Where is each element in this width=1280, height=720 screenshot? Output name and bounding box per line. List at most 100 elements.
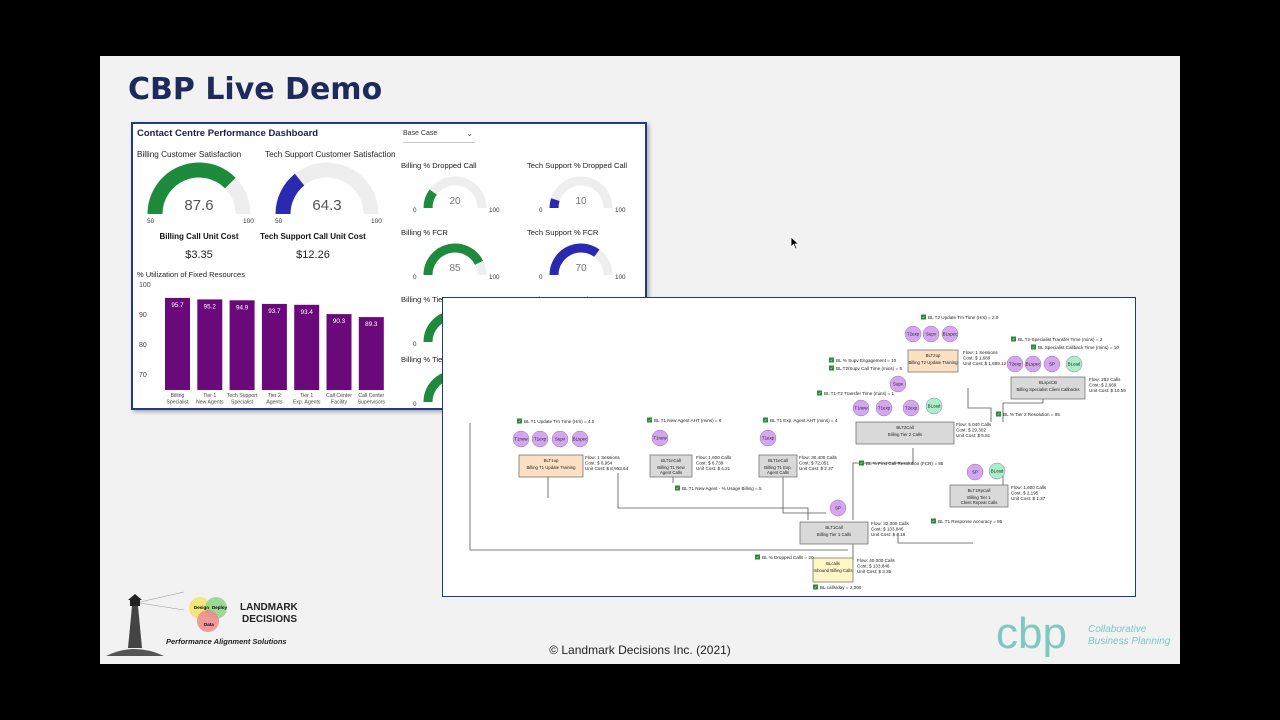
- parameter-icon-glyph: ✓: [814, 586, 817, 590]
- flow-node-BLT1up[interactable]: [518, 454, 584, 478]
- bar-category-label-1-1: New Agents: [196, 400, 224, 406]
- parameter-icon: [829, 365, 834, 371]
- resource-bubble-Supv[interactable]: [889, 375, 907, 393]
- flow-parameter-12[interactable]: BL T1 Response Accuracy = 95: [938, 519, 1003, 524]
- resource-bubble-Supv[interactable]: [551, 430, 569, 448]
- resource-bubble-SP[interactable]: [1043, 355, 1061, 373]
- resource-bubble-Supv[interactable]: [922, 325, 940, 343]
- resource-bubble-label: T2exp: [1009, 362, 1022, 367]
- flow-node-stat-BLT2Call-2: Unit Cost: $ 5.81: [956, 433, 991, 438]
- bar-category-label-5-0: Call Center: [326, 393, 352, 399]
- parameter-icon-glyph: ✓: [932, 520, 935, 524]
- flow-node-name2-BLT1nCall: Agent Calls: [660, 470, 682, 475]
- flow-node-BLT2Call[interactable]: [855, 421, 955, 445]
- resource-bubble-label: Supv: [893, 382, 904, 387]
- flow-parameter-6[interactable]: BL % Tier 2 Resolution = 95: [1003, 412, 1060, 417]
- bar-4: [294, 304, 320, 390]
- small-gauge-0-fill: [423, 189, 437, 209]
- small-gauge-label-2: Billing % FCR: [401, 228, 448, 237]
- parameter-icon: [1011, 336, 1016, 342]
- parameter-icon-glyph: ✓: [830, 367, 833, 371]
- resource-bubble-BLspec[interactable]: [571, 430, 589, 448]
- small-gauge-3-fill: [549, 243, 600, 276]
- flow-parameter-10[interactable]: BL % First Call Resolution (FCR) = 85: [866, 461, 944, 466]
- bar-category-label-5-1: Facility: [331, 400, 348, 406]
- flow-parameter-8[interactable]: BL T1 New Agent AHT (mins) = 6: [654, 418, 722, 423]
- bar-value-label-5: 90.3: [333, 318, 346, 325]
- large-gauge-max-1: 100: [371, 218, 382, 225]
- flow-parameter-13[interactable]: BL % Dropped Calls = 20: [762, 555, 814, 560]
- small-gauge-max-2: 100: [489, 274, 500, 281]
- small-gauge-min-1: 0: [539, 207, 543, 214]
- parameter-icon: [1031, 344, 1036, 350]
- parameter-icon-glyph: ✓: [764, 419, 767, 423]
- flow-node-name-BLT1Call: Billing Tier 1 Calls: [817, 532, 851, 537]
- parameter-icon-glyph: ✓: [648, 419, 651, 423]
- flow-node-stat-BLT1RpCall-1: Cost: $ 2,195: [1011, 491, 1039, 496]
- resource-bubble-T1new[interactable]: [852, 399, 870, 417]
- resource-bubble-T1new[interactable]: [651, 429, 669, 447]
- flow-node-name-BLT1RpCall: Billing Tier 1: [967, 495, 991, 500]
- parameter-icon: [763, 417, 768, 423]
- flow-node-BLT2up[interactable]: [907, 349, 959, 373]
- small-gauge-1-fill: [549, 198, 560, 209]
- flow-connector: [852, 448, 914, 520]
- resource-bubble-label: BLspec: [1026, 362, 1041, 367]
- resource-bubble-T2exp[interactable]: [902, 399, 920, 417]
- flow-node-stat-BLT1up-1: Cost: $ 8,954: [585, 461, 613, 466]
- flow-parameter-7[interactable]: BL T1 Update Trn Time (Hrs) = 4.0: [524, 419, 595, 424]
- bar-value-label-6: 89.3: [365, 321, 378, 328]
- flow-node-stat-BLcalls-0: Flow: 40,000 Calls: [857, 558, 895, 563]
- flow-node-BLT1eCall[interactable]: [758, 454, 798, 478]
- resource-bubble-SP[interactable]: [829, 499, 847, 517]
- large-gauge-min-0: 50: [147, 218, 155, 225]
- cbp-logo: cbp Collaborative Business Planning: [996, 609, 1171, 658]
- resource-bubble-BLoad[interactable]: [988, 462, 1006, 480]
- bar-category-label-3-1: Agents: [266, 400, 283, 406]
- flow-parameter-14[interactable]: BL calls/day = 2,000: [820, 585, 862, 590]
- scenario-dropdown[interactable]: Base Case ⌄: [403, 129, 475, 143]
- flow-node-BLspcCB[interactable]: [1010, 376, 1086, 400]
- landmark-decisions-logo: Design Deploy Data LANDMARK DECISIONS Pe…: [106, 591, 299, 656]
- flow-node-BLT1RpCall[interactable]: [949, 484, 1009, 508]
- resource-bubble-label: BLspec: [573, 437, 588, 442]
- flow-node-id-BLT1Call: BLT1Call: [825, 525, 842, 530]
- bar-1: [197, 299, 223, 390]
- resource-bubble-T1exp[interactable]: [531, 430, 549, 448]
- resource-bubble-SP[interactable]: [966, 463, 984, 481]
- flow-node-id-BLT1RpCall: BLT1RpCall: [968, 488, 991, 493]
- flow-parameter-5[interactable]: BL T1-T2 Transfer Time (mins) = 1: [824, 391, 895, 396]
- flow-parameter-9[interactable]: BL T1 Exp. Agent AHT (mins) = 4: [770, 418, 838, 423]
- flow-parameter-3[interactable]: BL % Supv Engagement = 10: [836, 358, 897, 363]
- parameter-icon: [931, 518, 936, 524]
- flow-parameter-0[interactable]: BL T2 Update Trn Time (Hrs) = 2.0: [928, 315, 999, 320]
- resource-bubble-T1exp[interactable]: [875, 399, 893, 417]
- flow-node-stat-BLT1Call-0: Flow: 32,000 Calls: [871, 521, 909, 526]
- resource-bubble-T1new[interactable]: [512, 430, 530, 448]
- parameter-icon-glyph: ✓: [676, 487, 679, 491]
- resource-bubble-BLoad[interactable]: [1065, 355, 1083, 373]
- resource-bubble-BLoad[interactable]: [925, 397, 943, 415]
- flow-node-stat-BLT2up-0: Flow: 1 Sessions: [963, 350, 998, 355]
- flow-node-BLT1nCall[interactable]: [649, 454, 693, 478]
- flow-parameter-2[interactable]: BL Specialist Callback Time (mins) = 10: [1038, 345, 1119, 350]
- resource-bubble-T2exp[interactable]: [1006, 355, 1024, 373]
- parameter-icon-glyph: ✓: [1032, 346, 1035, 350]
- flow-node-name-BLT2Call: Billing Tier 2 Calls: [888, 432, 922, 437]
- landmark-tagline: Performance Alignment Solutions: [166, 637, 287, 646]
- flow-node-stat-BLT1eCall-0: Flow: 30,400 Calls: [799, 455, 837, 460]
- resource-bubble-BLspec[interactable]: [1024, 355, 1042, 373]
- flow-node-BLT1Call[interactable]: [799, 521, 869, 545]
- parameter-icon-glyph: ✓: [997, 413, 1000, 417]
- flow-parameter-1[interactable]: BL T2-Specialist Transfer Time (mins) = …: [1018, 337, 1103, 342]
- resource-bubble-BLspec[interactable]: [941, 325, 959, 343]
- flow-parameter-4[interactable]: BL T2/Supv Call Time (mins) = 5: [836, 366, 902, 371]
- resource-bubble-T2exp[interactable]: [904, 325, 922, 343]
- cost-card-value-1: $12.26: [296, 249, 330, 261]
- resource-bubble-T1exp[interactable]: [759, 429, 777, 447]
- resource-bubble-label: SP: [1049, 362, 1055, 367]
- flow-node-BLcalls[interactable]: [812, 557, 854, 583]
- flow-parameter-11[interactable]: BL T1 New Agent - % Usage Billing = 5: [682, 486, 762, 491]
- small-gauge-value-0: 20: [449, 196, 461, 207]
